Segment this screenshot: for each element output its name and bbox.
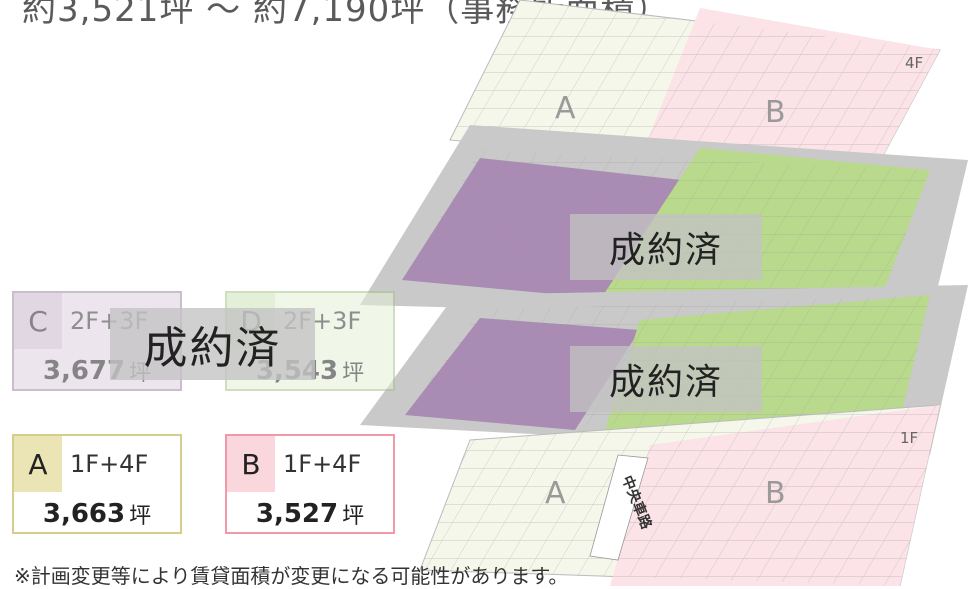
floor-1f-zone-b-label: B: [765, 476, 786, 511]
unit-a-floors: 1F+4F: [70, 450, 149, 478]
floor-4f-number: 4F: [905, 54, 923, 72]
unit-c-letter: C: [14, 293, 62, 349]
unit-a-area-value: 3,663: [42, 499, 126, 529]
floor-1f-number: 1F: [900, 429, 918, 447]
unit-b-area-value: 3,527: [255, 499, 339, 529]
floor-2f: [360, 285, 968, 455]
floor-4f-zone-b-label: B: [765, 95, 786, 130]
unit-b-letter: B: [227, 436, 275, 492]
floor-1f-grid: [420, 405, 940, 586]
sold-badge-2f: 成約済: [570, 346, 762, 412]
sold-badge-cd: 成約済: [110, 308, 315, 380]
sold-badge-3f: 成約済: [570, 214, 762, 280]
unit-b-floors: 1F+4F: [283, 450, 362, 478]
unit-b-area-unit: 坪: [342, 504, 365, 529]
central-road: [589, 454, 649, 561]
floor-4f-zone-a-label: A: [555, 91, 576, 126]
unit-d-area-unit: 坪: [342, 361, 365, 386]
unit-a-letter: A: [14, 436, 62, 492]
floor-3f: [360, 125, 968, 320]
floor-1f: 中央車路 A B 1F: [419, 404, 941, 586]
unit-a-area-unit: 坪: [129, 504, 152, 529]
floor-1f-zone-a-label: A: [545, 476, 566, 511]
footnote: ※計画変更等により賃貸面積が変更になる可能性があります。: [14, 564, 569, 588]
